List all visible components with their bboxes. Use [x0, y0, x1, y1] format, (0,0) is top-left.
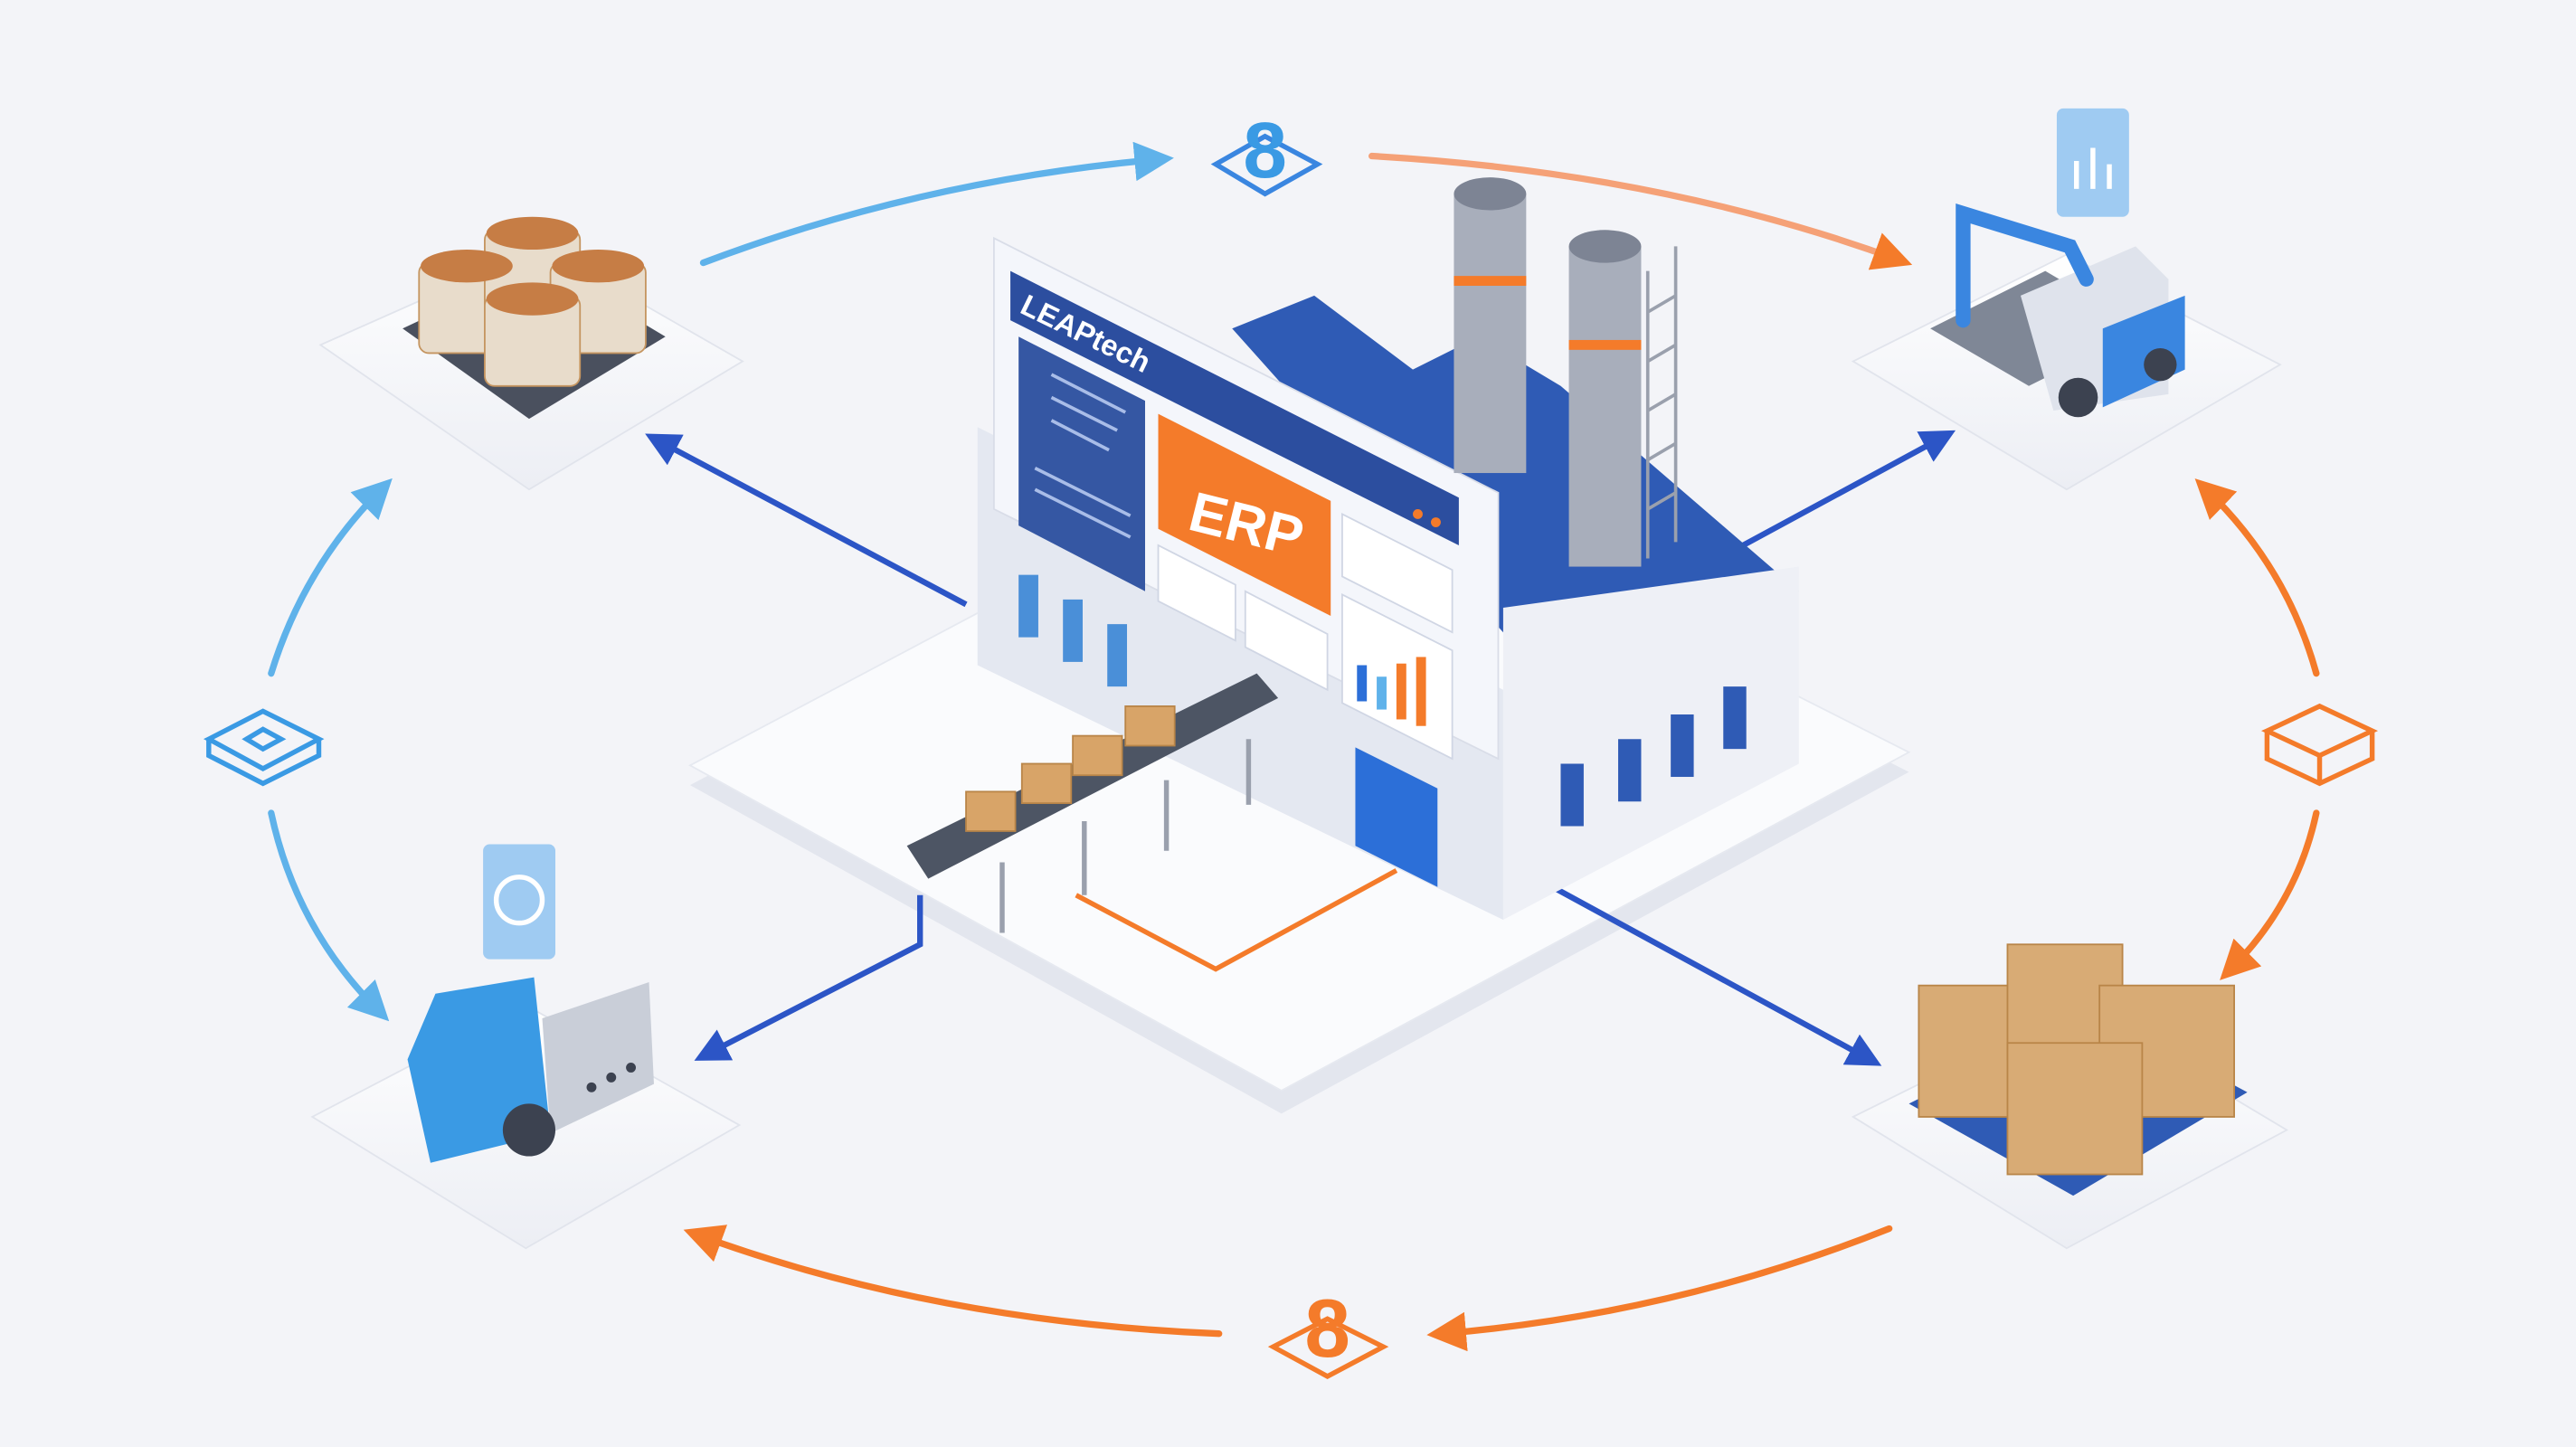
side-windows	[1560, 686, 1747, 827]
forklift-wheel	[502, 1103, 556, 1157]
arc-left-down	[268, 809, 390, 1022]
node-logistics-truck	[1851, 108, 2282, 491]
node-forklift	[310, 844, 742, 1250]
spoke-to-finished-goods	[1550, 884, 1882, 1066]
arc-top-right	[1368, 152, 1913, 270]
forklift-engine	[542, 982, 654, 1134]
info-card	[1244, 590, 1329, 692]
bottom-cycle-glyph: 8	[1304, 1283, 1350, 1375]
truck-wheel	[2058, 377, 2098, 418]
bottom-cycle-icon: 8	[1267, 1283, 1389, 1379]
cardboard-boxes	[1918, 943, 2235, 1176]
bar-chart-icon	[1357, 657, 1426, 726]
arc-bottom-right	[1426, 1225, 1893, 1352]
sidebar-lines	[1034, 373, 1132, 539]
ladder	[1645, 246, 1678, 559]
factory-side-wall	[1502, 566, 1799, 921]
smokestacks	[1454, 177, 1678, 567]
spoke-to-forklift	[694, 894, 923, 1061]
arc-right-up	[2194, 478, 2320, 677]
arc-bottom-left	[683, 1225, 1223, 1338]
top-cycle-icon: 8	[1210, 107, 1323, 197]
erp-panel	[1158, 413, 1331, 617]
left-box-icon	[203, 708, 325, 787]
signboard-header	[1010, 270, 1459, 545]
spoke-to-raw-materials	[645, 433, 968, 608]
info-card	[1341, 512, 1454, 634]
window-dots-icon	[1413, 508, 1441, 527]
top-cycle-glyph: 8	[1243, 107, 1286, 194]
cycle-arrows	[268, 141, 2320, 1352]
right-box-icon	[2260, 703, 2379, 787]
truck-wheel	[2144, 348, 2177, 382]
conveyor-belt	[906, 673, 1279, 933]
arc-right-down	[2220, 809, 2320, 980]
spoke-arrows	[645, 430, 1956, 1066]
truck-cab	[2102, 295, 2185, 408]
info-card	[1157, 544, 1236, 642]
floor-marking	[1075, 868, 1398, 972]
node-raw-materials	[318, 216, 744, 491]
node-finished-goods	[1851, 943, 2289, 1250]
robot-arm	[1956, 203, 2094, 328]
analytics-icon	[2056, 108, 2129, 217]
factory-door	[1355, 747, 1438, 887]
arc-left-up	[268, 478, 393, 677]
conveyor-boxes	[965, 705, 1176, 832]
robot-face-icon	[483, 844, 556, 960]
arc-top-left	[699, 141, 1174, 267]
factory: LEAPtech ERP	[906, 177, 1799, 933]
front-windows	[1018, 574, 1128, 687]
spoke-to-logistics-truck	[1723, 430, 1956, 558]
